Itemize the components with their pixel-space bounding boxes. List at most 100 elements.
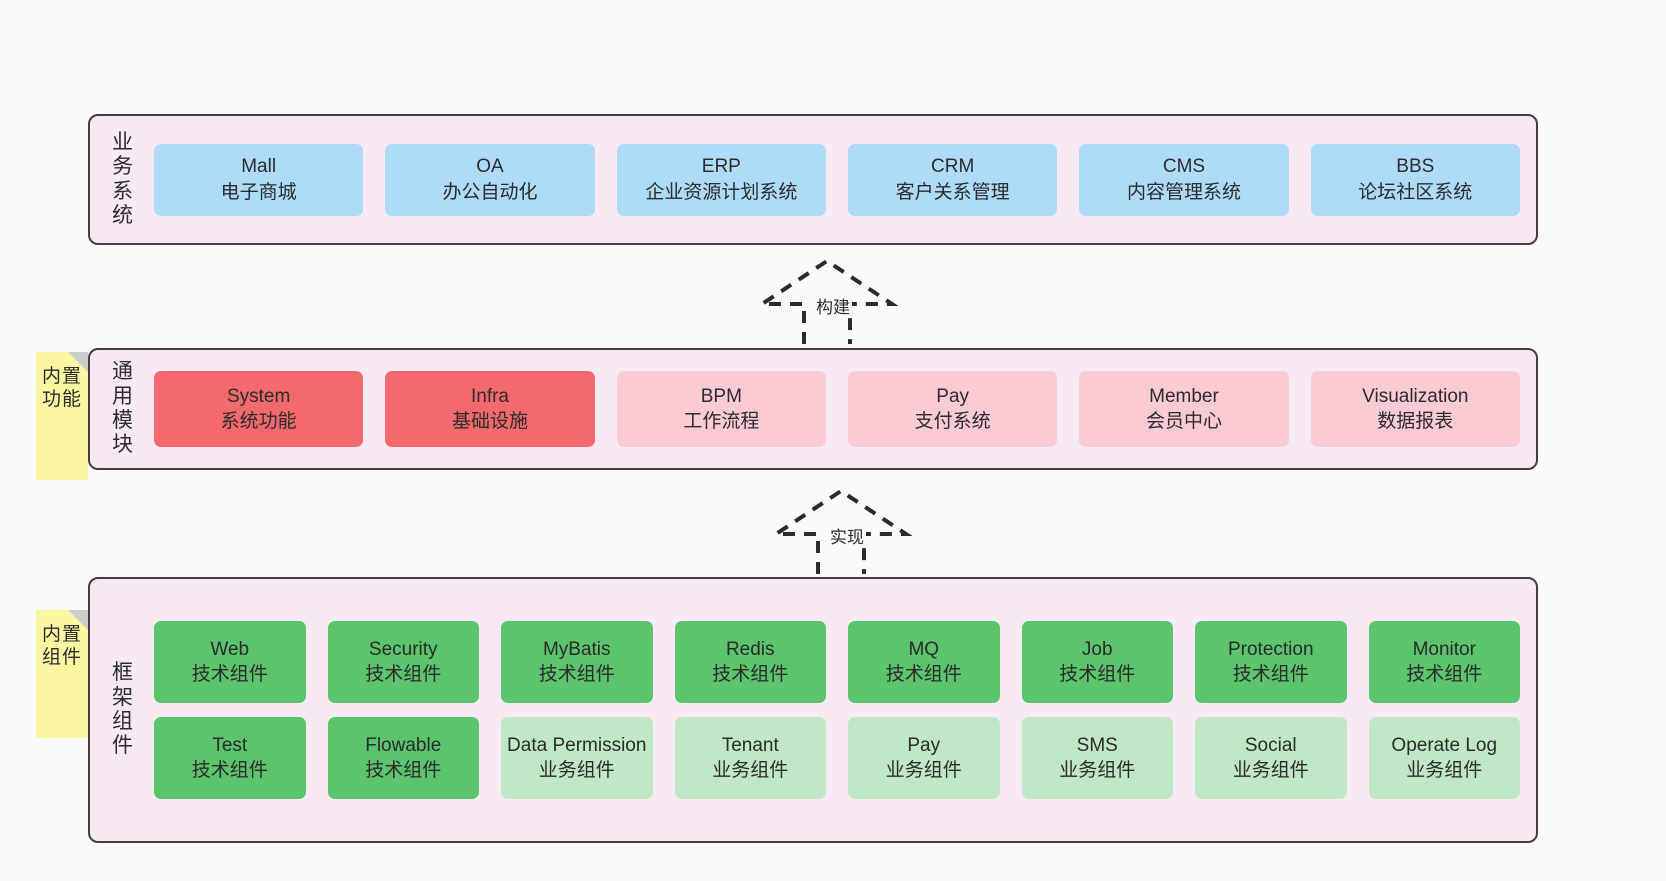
card-desc: 技术组件	[1059, 664, 1136, 685]
card-name: Visualization	[1362, 385, 1469, 407]
layer-common-modules: 通用模块 System 系统功能 Infra 基础设施 BPM 工作流程 Pay…	[88, 348, 1538, 470]
card-bpm[interactable]: BPM 工作流程	[616, 371, 826, 447]
card-name: BBS	[1396, 156, 1435, 178]
card-desc: 工作流程	[683, 411, 760, 432]
layer-title-business: 业务系统	[112, 130, 134, 227]
note-fold-icon	[68, 352, 88, 372]
card-erp[interactable]: ERP 企业资源计划系统	[616, 143, 826, 216]
card-job[interactable]: Job 技术组件	[1021, 621, 1173, 703]
card-desc: 支付系统	[914, 411, 991, 432]
card-member[interactable]: Member 会员中心	[1079, 371, 1289, 447]
sticky-note-builtin-components: 内置组件	[36, 610, 88, 738]
card-system[interactable]: System 系统功能	[154, 371, 364, 447]
card-name: MQ	[908, 638, 940, 660]
card-desc: 办公自动化	[442, 181, 538, 203]
card-row: Mall 电子商城 OA 办公自动化 ERP 企业资源计划系统 CRM 客户关系…	[154, 143, 1520, 216]
card-desc: 基础设施	[451, 411, 528, 432]
card-desc: 数据报表	[1377, 411, 1454, 432]
card-name: Data Permission	[507, 734, 647, 756]
layer-business-system: 业务系统 Mall 电子商城 OA 办公自动化 ERP 企业资源计划系统 CRM…	[88, 114, 1538, 245]
card-desc: 业务组件	[1059, 760, 1136, 781]
card-desc: 业务组件	[538, 760, 615, 781]
card-desc: 客户关系管理	[895, 181, 1010, 203]
card-name: Protection	[1227, 638, 1314, 660]
card-crm[interactable]: CRM 客户关系管理	[847, 143, 1058, 216]
card-name: Job	[1081, 638, 1113, 660]
note-label: 内置功能	[41, 366, 82, 410]
card-name: ERP	[701, 156, 741, 178]
card-name: System	[226, 385, 291, 407]
card-name: CMS	[1162, 156, 1206, 178]
layer-title-common: 通用模块	[112, 360, 134, 457]
card-name: Security	[368, 638, 438, 660]
arrow-implement: 实现	[766, 488, 916, 574]
card-desc: 技术组件	[1406, 664, 1483, 685]
card-row: Test 技术组件 Flowable 技术组件 Data Permission …	[154, 717, 1520, 799]
card-desc: 技术组件	[191, 760, 268, 781]
card-name: Redis	[725, 638, 775, 660]
card-visualization[interactable]: Visualization 数据报表	[1310, 371, 1520, 447]
card-cms[interactable]: CMS 内容管理系统	[1079, 143, 1289, 216]
card-security[interactable]: Security 技术组件	[327, 621, 479, 703]
card-name: Test	[212, 734, 248, 756]
card-test[interactable]: Test 技术组件	[154, 717, 306, 799]
card-name: Operate Log	[1391, 734, 1498, 756]
card-desc: 技术组件	[365, 760, 442, 781]
card-name: Flowable	[365, 734, 442, 756]
card-infra[interactable]: Infra 基础设施	[385, 371, 595, 447]
card-redis[interactable]: Redis 技术组件	[674, 621, 826, 703]
card-mq[interactable]: MQ 技术组件	[848, 621, 1000, 703]
sticky-note-builtin-features: 内置功能	[36, 352, 88, 480]
card-pay-component[interactable]: Pay 业务组件	[848, 717, 1000, 799]
card-desc: 电子商城	[220, 181, 297, 203]
card-name: Pay	[936, 385, 970, 407]
card-operate-log[interactable]: Operate Log 业务组件	[1368, 717, 1520, 799]
arrow-implement-label: 实现	[828, 523, 866, 548]
note-label: 内置组件	[41, 624, 82, 668]
card-pay[interactable]: Pay 支付系统	[847, 371, 1058, 447]
card-desc: 论坛社区系统	[1358, 181, 1473, 203]
card-desc: 业务组件	[712, 760, 789, 781]
card-name: Member	[1149, 385, 1219, 407]
card-desc: 技术组件	[712, 664, 789, 685]
card-sms[interactable]: SMS 业务组件	[1021, 717, 1173, 799]
card-name: Pay	[907, 734, 941, 756]
layer-body-common: System 系统功能 Infra 基础设施 BPM 工作流程 Pay 支付系统…	[148, 350, 1536, 468]
card-name: Infra	[470, 385, 509, 407]
card-bbs[interactable]: BBS 论坛社区系统	[1310, 143, 1520, 216]
card-desc: 技术组件	[191, 664, 268, 685]
card-name: BPM	[700, 385, 742, 407]
card-row: System 系统功能 Infra 基础设施 BPM 工作流程 Pay 支付系统…	[154, 371, 1520, 447]
card-name: Web	[210, 638, 250, 660]
layer-title-framework: 框架组件	[112, 661, 134, 758]
card-desc: 业务组件	[1232, 760, 1309, 781]
layer-framework-components: 框架组件 Web 技术组件 Security 技术组件 MyBatis 技术组件…	[88, 577, 1538, 843]
arrow-build-label: 构建	[814, 293, 852, 318]
card-flowable[interactable]: Flowable 技术组件	[327, 717, 479, 799]
card-desc: 技术组件	[1232, 664, 1309, 685]
card-desc: 业务组件	[1406, 760, 1483, 781]
card-data-permission[interactable]: Data Permission 业务组件	[501, 717, 653, 799]
card-row: Web 技术组件 Security 技术组件 MyBatis 技术组件 Redi…	[154, 621, 1520, 703]
card-oa[interactable]: OA 办公自动化	[385, 143, 595, 216]
layer-body-framework: Web 技术组件 Security 技术组件 MyBatis 技术组件 Redi…	[148, 579, 1536, 841]
card-tenant[interactable]: Tenant 业务组件	[674, 717, 826, 799]
card-desc: 技术组件	[365, 664, 442, 685]
arrow-build: 构建	[752, 258, 902, 344]
card-web[interactable]: Web 技术组件	[154, 621, 306, 703]
card-name: Tenant	[721, 734, 779, 756]
card-monitor[interactable]: Monitor 技术组件	[1368, 621, 1520, 703]
card-social[interactable]: Social 业务组件	[1195, 717, 1347, 799]
card-desc: 内容管理系统	[1126, 181, 1241, 203]
card-name: CRM	[931, 156, 975, 178]
card-protection[interactable]: Protection 技术组件	[1195, 621, 1347, 703]
card-mybatis[interactable]: MyBatis 技术组件	[501, 621, 653, 703]
card-mall[interactable]: Mall 电子商城	[154, 143, 364, 216]
card-name: OA	[476, 156, 504, 178]
card-name: Mall	[241, 156, 277, 178]
card-desc: 系统功能	[220, 411, 297, 432]
layer-body-business: Mall 电子商城 OA 办公自动化 ERP 企业资源计划系统 CRM 客户关系…	[148, 116, 1536, 243]
card-desc: 企业资源计划系统	[645, 181, 798, 203]
card-desc: 业务组件	[885, 760, 962, 781]
card-desc: 技术组件	[885, 664, 962, 685]
